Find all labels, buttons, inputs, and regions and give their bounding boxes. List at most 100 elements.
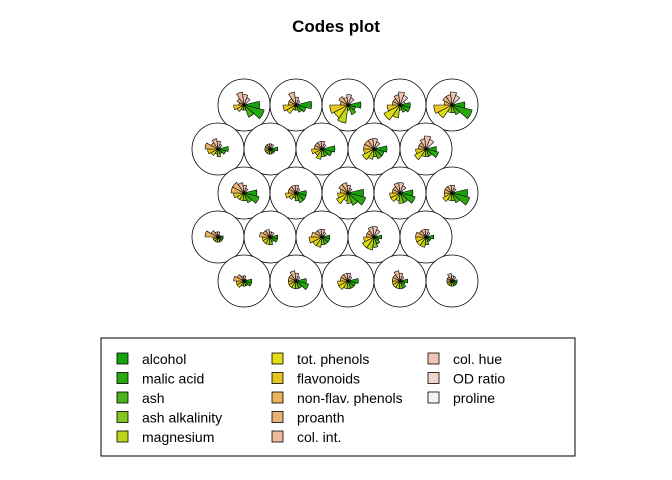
segment-alcohol <box>217 146 229 152</box>
segment-col-hue <box>424 135 431 150</box>
segment-col-hue <box>242 94 249 106</box>
segment-malic-acid <box>425 148 439 159</box>
unit-18 <box>295 210 349 264</box>
segment-proline <box>321 146 325 150</box>
unit-23 <box>321 254 375 308</box>
segment-malic-acid <box>295 104 307 113</box>
segment-flavonoids <box>433 104 453 114</box>
segment-ash <box>451 104 461 116</box>
segment-proline <box>295 102 299 106</box>
segment-proline <box>295 190 299 194</box>
segment-proline <box>321 234 325 238</box>
legend-label: col. int. <box>297 429 341 445</box>
segment-od-ratio <box>373 141 381 150</box>
segment-col-int- <box>237 182 245 194</box>
segment-ash <box>347 104 357 116</box>
segment-ash <box>243 192 253 204</box>
segment-flavonoids <box>285 192 297 199</box>
segment-od-ratio <box>425 138 435 150</box>
segment-col-hue <box>320 140 326 150</box>
segment-od-ratio <box>243 97 251 106</box>
segment-tot-phenols <box>383 104 401 121</box>
segment-col-hue <box>450 184 456 194</box>
legend-label: OD ratio <box>453 371 505 387</box>
legend-label: magnesium <box>142 429 214 445</box>
segment-malic-acid <box>243 104 265 120</box>
segment-col-int- <box>341 182 349 194</box>
segment-col-hue <box>294 184 300 194</box>
segment-flavonoids <box>415 148 427 155</box>
segment-alcohol <box>269 146 279 152</box>
segment-col-hue <box>450 91 457 106</box>
unit-14 <box>373 166 427 220</box>
segment-flavonoids <box>363 236 375 243</box>
unit-6 <box>191 122 245 176</box>
segment-col-int- <box>211 138 219 150</box>
segment-ash <box>451 192 461 204</box>
segment-malic-acid <box>243 192 260 204</box>
unit-17 <box>243 210 297 264</box>
segment-col-int- <box>289 270 297 282</box>
legend-swatch <box>116 352 129 365</box>
segment-ash <box>295 104 303 113</box>
segment-proline <box>347 102 351 106</box>
segment-alcohol <box>425 234 435 240</box>
segment-tot-phenols <box>442 192 453 202</box>
segment-col-hue <box>372 226 379 238</box>
segment-proline <box>243 190 247 194</box>
segment-od-ratio <box>451 94 461 106</box>
segment-col-int- <box>236 91 245 106</box>
segment-proline <box>425 146 429 150</box>
segment-col-hue <box>398 182 405 194</box>
segment-col-hue <box>398 91 405 106</box>
unit-3 <box>321 78 375 132</box>
segment-ash <box>399 104 407 113</box>
segment-flavonoids <box>386 104 401 112</box>
segment-alcohol <box>321 145 336 153</box>
segment-col-hue <box>346 272 352 282</box>
segment-malic-acid <box>321 148 333 157</box>
segment-proanth <box>338 96 349 106</box>
segment-col-hue <box>398 272 404 282</box>
segment-proline <box>399 278 403 282</box>
legend-swatch <box>116 411 129 423</box>
legend-swatch <box>427 372 440 384</box>
segment-proline <box>399 101 406 106</box>
unit-24 <box>373 254 427 308</box>
unit-20 <box>399 210 453 264</box>
legend-label: tot. phenols <box>297 351 369 367</box>
segment-flavonoids <box>337 192 349 199</box>
segment-col-hue <box>424 228 430 238</box>
legend-swatch <box>427 391 440 404</box>
segment-col-hue <box>217 231 221 238</box>
segment-malic-acid <box>347 192 367 206</box>
unit-7 <box>243 122 297 176</box>
segment-col-int- <box>265 228 271 238</box>
segment-ash <box>373 148 383 160</box>
segment-flavonoids <box>282 104 297 112</box>
legend-label: flavonoids <box>297 371 360 387</box>
unit-4 <box>373 78 427 132</box>
segment-col-hue <box>216 140 222 150</box>
segment-col-hue <box>372 138 379 150</box>
unit-5 <box>425 78 479 132</box>
segment-ash <box>347 192 359 206</box>
segment-od-ratio <box>399 185 407 194</box>
segment-od-ratio <box>373 229 381 238</box>
segment-proanth <box>236 274 245 282</box>
segment-proline <box>243 278 247 282</box>
legend-label: non-flav. phenols <box>297 390 403 406</box>
unit-13 <box>321 166 375 220</box>
segment-proanth <box>210 230 219 238</box>
segment-alcohol <box>295 100 312 110</box>
segment-tot-phenols <box>336 192 349 205</box>
segment-proline <box>269 146 273 150</box>
segment-proline <box>243 102 247 106</box>
segment-proline <box>269 234 273 238</box>
legend-label: malic acid <box>142 371 204 387</box>
segment-od-ratio <box>347 97 355 106</box>
legend-label: ash alkalinity <box>142 410 222 426</box>
legend-label: proline <box>453 390 495 406</box>
unit-15 <box>425 166 479 220</box>
segment-proanth <box>232 181 245 194</box>
